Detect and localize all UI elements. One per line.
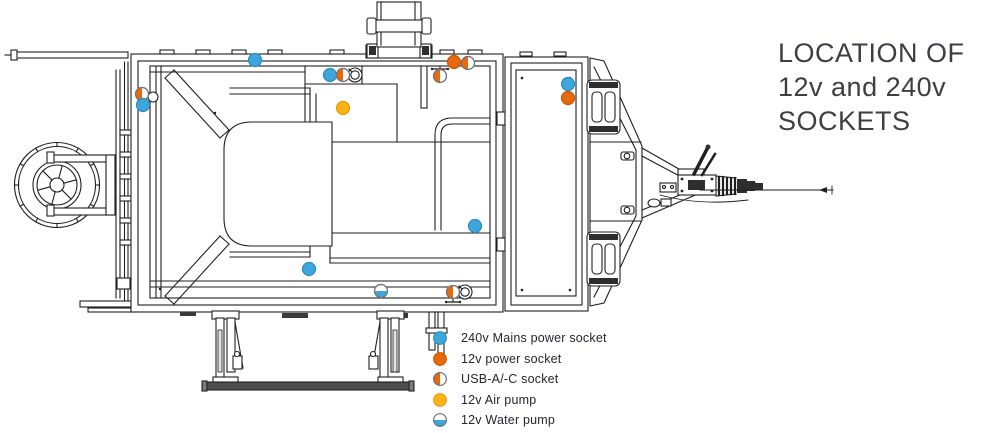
nose-panel — [586, 57, 643, 307]
legend-air-pump-icon — [433, 392, 447, 407]
marker-240v-mains — [467, 218, 483, 234]
marker-240v-mains — [322, 67, 338, 83]
legend-usb-icon — [433, 372, 447, 387]
legend-item: 240v Mains power socket — [432, 330, 607, 346]
marker-12v-power — [560, 90, 576, 106]
marker-usb — [445, 284, 461, 300]
jerry-can — [586, 231, 621, 287]
wheel-spokes — [37, 165, 77, 205]
marker-air-pump — [335, 100, 351, 116]
legend-water-pump-icon — [433, 413, 447, 428]
mattress — [223, 121, 333, 247]
legend-label: 12v Air pump — [461, 392, 537, 407]
title-line: SOCKETS — [778, 106, 911, 136]
socket-markers-layer — [134, 52, 576, 300]
socket-ring — [347, 67, 363, 83]
marker-12v-power — [446, 54, 462, 70]
title-line: 12v and 240v — [778, 72, 947, 102]
roof-box — [365, 1, 433, 59]
legend-label: USB-A/-C socket — [461, 372, 559, 387]
valve-mark — [444, 298, 462, 304]
marker-240v-mains — [135, 97, 151, 113]
legend-240v-mains-icon — [433, 331, 447, 345]
marker-usb — [335, 67, 351, 83]
wheel-rim-ticks — [13, 141, 101, 229]
marker-240v-mains — [301, 261, 317, 277]
jerry-can — [586, 79, 621, 135]
small-fitting-circle — [147, 91, 159, 103]
socket-legend: 240v Mains power socket 12v power socket… — [432, 330, 607, 433]
spare-wheel — [13, 141, 116, 229]
legend-item: 12v Water pump — [432, 412, 607, 428]
drawbar-hitch — [641, 144, 834, 219]
valve-mark — [430, 65, 450, 71]
legend-item: 12v Air pump — [432, 392, 607, 408]
interior — [147, 65, 491, 305]
marker-usb — [460, 55, 476, 71]
legend-12v-power-icon — [433, 351, 447, 366]
legend-label: 12v power socket — [461, 351, 562, 366]
marker-usb — [432, 68, 448, 84]
stabiliser-legs — [201, 310, 448, 392]
socket-ring — [457, 284, 473, 300]
marker-240v-mains — [247, 52, 263, 68]
front-storage-box — [504, 51, 589, 312]
title-line: LOCATION OF — [778, 38, 965, 68]
legend-label: 12v Water pump — [461, 413, 556, 428]
marker-240v-mains — [560, 76, 576, 92]
page-title: LOCATION OF 12v and 240v SOCKETS — [778, 36, 993, 138]
legend-item: USB-A/-C socket — [432, 371, 607, 387]
marker-water-pump — [373, 283, 389, 299]
marker-usb — [134, 86, 150, 102]
legend-item: 12v power socket — [432, 351, 607, 367]
legend-label: 240v Mains power socket — [461, 331, 607, 345]
rear-rack — [4, 49, 138, 313]
